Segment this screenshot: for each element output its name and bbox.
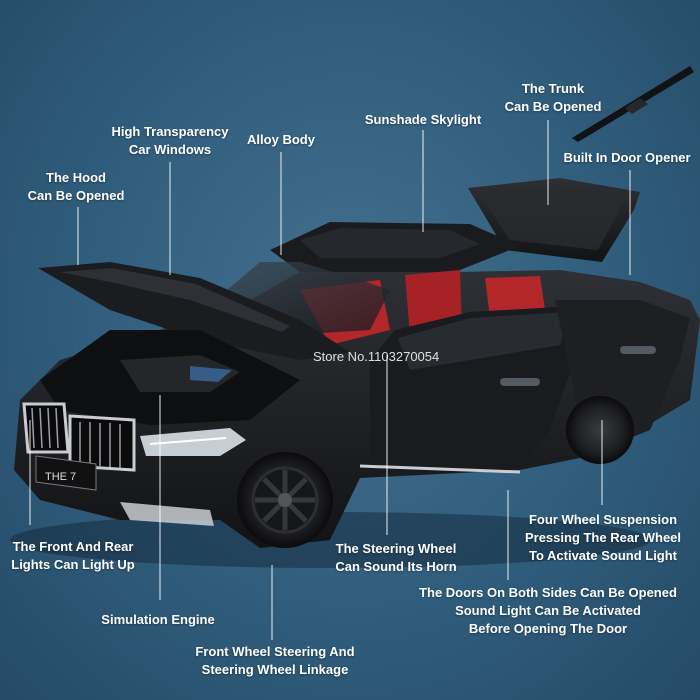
- label-steering: Front Wheel Steering And Steering Wheel …: [195, 644, 355, 677]
- label-trunk: The Trunk Can Be Opened: [504, 81, 602, 114]
- hood-open: [38, 262, 350, 360]
- store-watermark: Store No.1103270054: [313, 349, 439, 364]
- label-engine: Simulation Engine: [101, 612, 215, 627]
- label-alloy: Alloy Body: [247, 132, 315, 147]
- door-handle: [500, 378, 540, 386]
- label-suspension: Four Wheel Suspension Pressing The Rear …: [524, 512, 682, 563]
- headlight: [140, 428, 246, 456]
- grille-right: [68, 414, 136, 472]
- license-plate: [35, 455, 97, 491]
- label-lights: The Front And Rear Lights Can Light Up: [11, 539, 135, 572]
- rear-wheel: [566, 396, 634, 464]
- sunroof-panel: [300, 228, 480, 258]
- label-hood: The Hood Can Be Opened: [27, 170, 125, 203]
- label-sunshade: Sunshade Skylight: [364, 112, 482, 127]
- license-plate-text: THE 7: [45, 471, 76, 483]
- label-door-opener: Built In Door Opener: [563, 150, 691, 165]
- label-horn: The Steering Wheel Can Sound Its Horn: [335, 541, 457, 574]
- label-windows: High Transparency Car Windows: [111, 124, 229, 157]
- engine-cover: [120, 355, 240, 392]
- bumper-trim: [120, 502, 214, 526]
- label-doors: The Doors On Both Sides Can Be Opened So…: [419, 585, 677, 636]
